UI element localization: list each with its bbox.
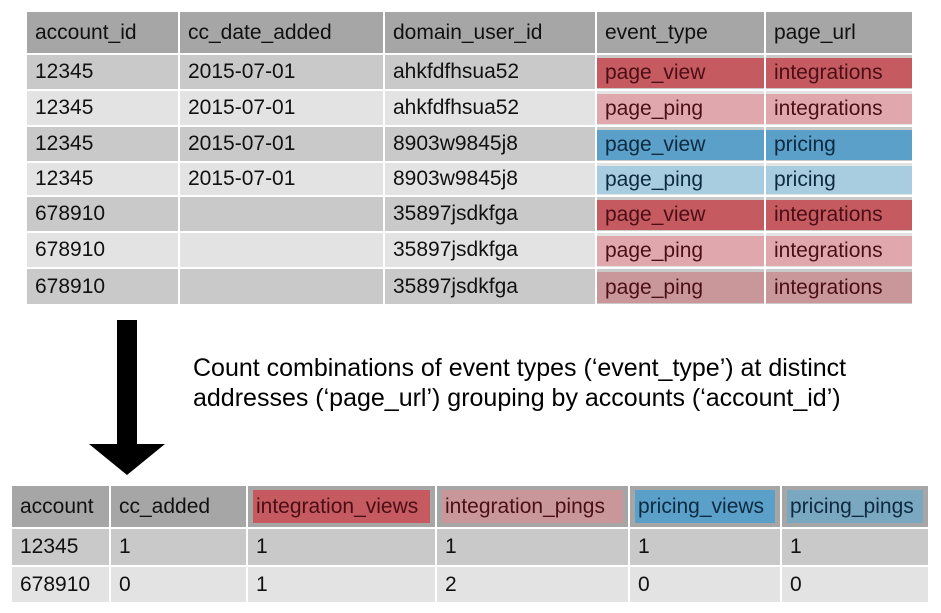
- table-cell: 35897jsdkfga: [385, 269, 595, 304]
- highlight-label: integrations: [774, 203, 883, 226]
- table-cell: 12345: [27, 163, 178, 195]
- event-highlight: [766, 200, 912, 230]
- table-cell: 678910: [27, 197, 178, 231]
- table-cell: 2015-07-01: [180, 163, 383, 195]
- highlight-label: page_ping: [605, 168, 704, 191]
- bottom-header-bg: [111, 486, 246, 527]
- highlight-label: page_view: [605, 203, 706, 226]
- table-cell: 12345: [27, 91, 178, 125]
- header-cc-date-added: cc_date_added: [180, 12, 383, 53]
- highlight-label: integrations: [774, 239, 883, 262]
- header-account-id: account_id: [27, 12, 178, 53]
- event-highlight: [766, 94, 912, 124]
- transformation-caption: Count combinations of event types (‘even…: [193, 353, 846, 413]
- table-cell: 2015-07-01: [180, 127, 383, 161]
- highlight-label: page_ping: [605, 97, 704, 120]
- table-cell: 12345: [27, 55, 178, 89]
- table-cell: 1: [782, 529, 928, 565]
- bottom-header-cc-added: cc_added: [119, 494, 211, 518]
- highlight-label: pricing: [774, 168, 836, 191]
- highlight-label: page_view: [605, 133, 706, 156]
- bottom-header-pricing-pings: pricing_pings: [790, 494, 914, 518]
- event-highlight: [766, 166, 912, 194]
- metric-header-highlight: [253, 490, 430, 523]
- table-cell: 35897jsdkfga: [385, 197, 595, 231]
- highlight-label: integrations: [774, 275, 883, 299]
- metric-header-highlight: [635, 490, 775, 523]
- highlight-label: integrations: [774, 61, 883, 84]
- table-cell: 678910: [27, 233, 178, 267]
- highlight-label: pricing: [774, 133, 836, 156]
- event-highlight: [766, 58, 912, 88]
- table-cell: [180, 233, 383, 267]
- table-cell: 1: [248, 567, 435, 602]
- bottom-header-account: account: [20, 494, 94, 518]
- table-cell: 0: [782, 567, 928, 602]
- table-cell: [180, 197, 383, 231]
- arrow-head: [89, 444, 165, 475]
- table-cell: ahkfdfhsua52: [385, 55, 595, 89]
- table-cell: 2: [437, 567, 628, 602]
- event-highlight: [597, 94, 764, 124]
- caption-line-1: Count combinations of event types (‘even…: [193, 354, 847, 382]
- table-cell: 1: [630, 529, 780, 565]
- highlight-label: page_view: [605, 61, 706, 84]
- event-highlight: [597, 200, 764, 230]
- event-highlight: [597, 130, 764, 160]
- table-cell: 1: [437, 529, 628, 565]
- event-highlight: [766, 272, 912, 303]
- caption-line-2: addresses (‘page_url’) grouping by accou…: [193, 384, 841, 412]
- table-cell: 678910: [27, 269, 178, 304]
- table-cell: ahkfdfhsua52: [385, 91, 595, 125]
- table-cell: 1: [111, 529, 246, 565]
- event-highlight: [597, 236, 764, 266]
- highlight-label: integrations: [774, 97, 883, 120]
- bottom-header-integration-views: integration_views: [256, 494, 419, 518]
- table-cell: 8903w9845j8: [385, 163, 595, 195]
- highlight-label: page_ping: [605, 275, 704, 299]
- header-page-url: page_url: [766, 12, 912, 53]
- table-cell: 1: [248, 529, 435, 565]
- arrow-shaft: [117, 320, 137, 446]
- metric-header-highlight: [442, 490, 623, 523]
- table-cell: 0: [630, 567, 780, 602]
- header-domain-user-id: domain_user_id: [385, 12, 595, 53]
- event-highlight: [597, 272, 764, 303]
- header-event-type: event_type: [597, 12, 764, 53]
- table-cell: 35897jsdkfga: [385, 233, 595, 267]
- highlight-label: page_ping: [605, 239, 704, 262]
- event-highlight: [597, 166, 764, 194]
- table-cell: 678910: [12, 567, 109, 602]
- table-cell: [180, 269, 383, 304]
- table-cell: 0: [111, 567, 246, 602]
- table-cell: 12345: [12, 529, 109, 565]
- table-cell: 2015-07-01: [180, 55, 383, 89]
- table-cell: 12345: [27, 127, 178, 161]
- bottom-header-bg: [12, 486, 109, 527]
- bottom-header-integration-pings: integration_pings: [445, 494, 605, 518]
- bottom-header-pricing-views: pricing_views: [638, 494, 765, 518]
- metric-header-highlight: [787, 490, 923, 523]
- event-highlight: [766, 130, 912, 160]
- table-cell: 8903w9845j8: [385, 127, 595, 161]
- table-cell: 2015-07-01: [180, 91, 383, 125]
- event-highlight: [766, 236, 912, 266]
- event-highlight: [597, 58, 764, 88]
